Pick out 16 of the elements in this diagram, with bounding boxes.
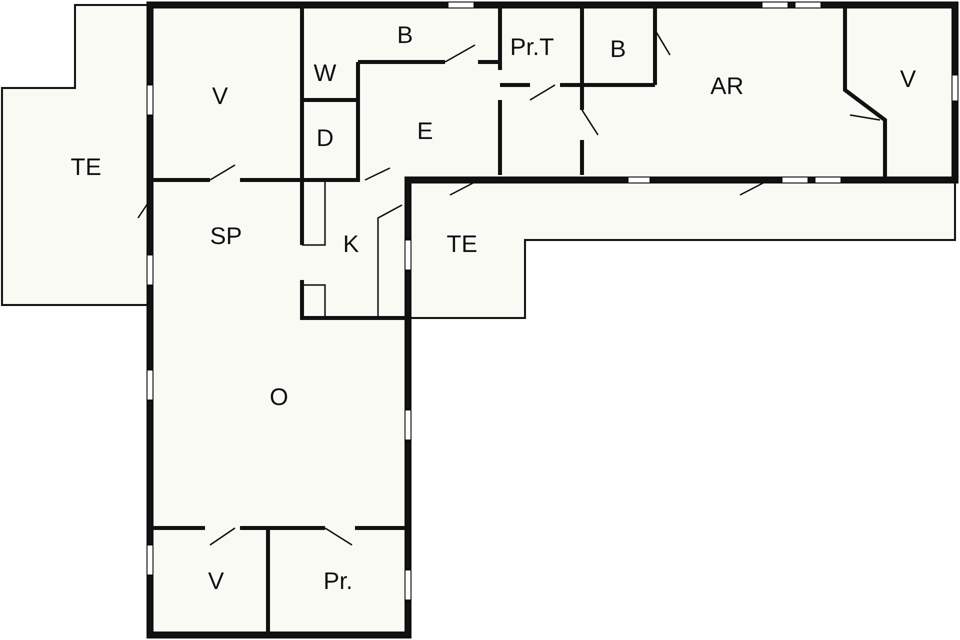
room-label: W	[314, 60, 336, 88]
room-label: V	[208, 568, 224, 596]
room-label: O	[270, 384, 288, 412]
room-label: B	[610, 36, 626, 64]
room-label: TE	[70, 154, 102, 182]
room-label: V	[900, 66, 916, 94]
room-label: B	[397, 22, 413, 50]
room-label: E	[417, 118, 433, 146]
room-label: V	[212, 83, 228, 111]
room-label: TE	[446, 231, 478, 259]
room-label: SP	[210, 223, 242, 251]
room-label: D	[316, 125, 334, 153]
room-label: Pr.	[323, 568, 353, 596]
room-label: Pr.T	[510, 34, 554, 62]
room-label: AR	[710, 73, 744, 101]
room-label: K	[343, 231, 359, 259]
